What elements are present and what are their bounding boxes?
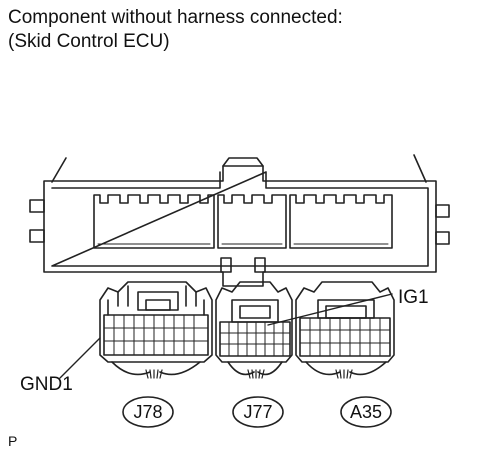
ecu-socket-j78	[93, 194, 215, 249]
ecu-inner-frame	[51, 171, 429, 267]
ecu-edge-line-right	[413, 154, 427, 183]
ecu-clip-left	[220, 257, 232, 273]
ecu-tab-left-bottom	[29, 229, 45, 243]
ig1-leader-line	[267, 293, 393, 326]
connector-code-circle-a35	[340, 396, 392, 428]
gnd1-leader-line	[59, 337, 101, 379]
pin-label-gnd1: GND1	[20, 374, 73, 395]
ecu-tab-right-top	[435, 204, 450, 218]
connector-code-circle-j77	[232, 396, 284, 428]
caption-line-1: Component without harness connected:	[8, 7, 343, 28]
ecu-socket-a35	[289, 194, 393, 249]
ecu-edge-line-left	[51, 157, 67, 183]
caption-line-2: (Skid Control ECU)	[8, 31, 170, 52]
footer-code: P	[8, 433, 17, 449]
ecu-socket-j77	[217, 194, 287, 249]
connector-code-j77: J77	[243, 402, 272, 422]
connector-code-j78: J78	[133, 402, 162, 422]
ecu-tab-left-top	[29, 199, 45, 213]
connector-a35	[295, 281, 395, 379]
ecu-body	[43, 157, 437, 287]
pin-label-ig1: IG1	[398, 287, 429, 308]
connector-code-a35: A35	[350, 402, 382, 422]
connector-j78	[99, 281, 213, 379]
ecu-tab-right-bottom	[435, 231, 450, 245]
connector-j77	[215, 281, 293, 379]
ecu-clip-right	[254, 257, 266, 273]
connector-code-circle-j78	[122, 396, 174, 428]
